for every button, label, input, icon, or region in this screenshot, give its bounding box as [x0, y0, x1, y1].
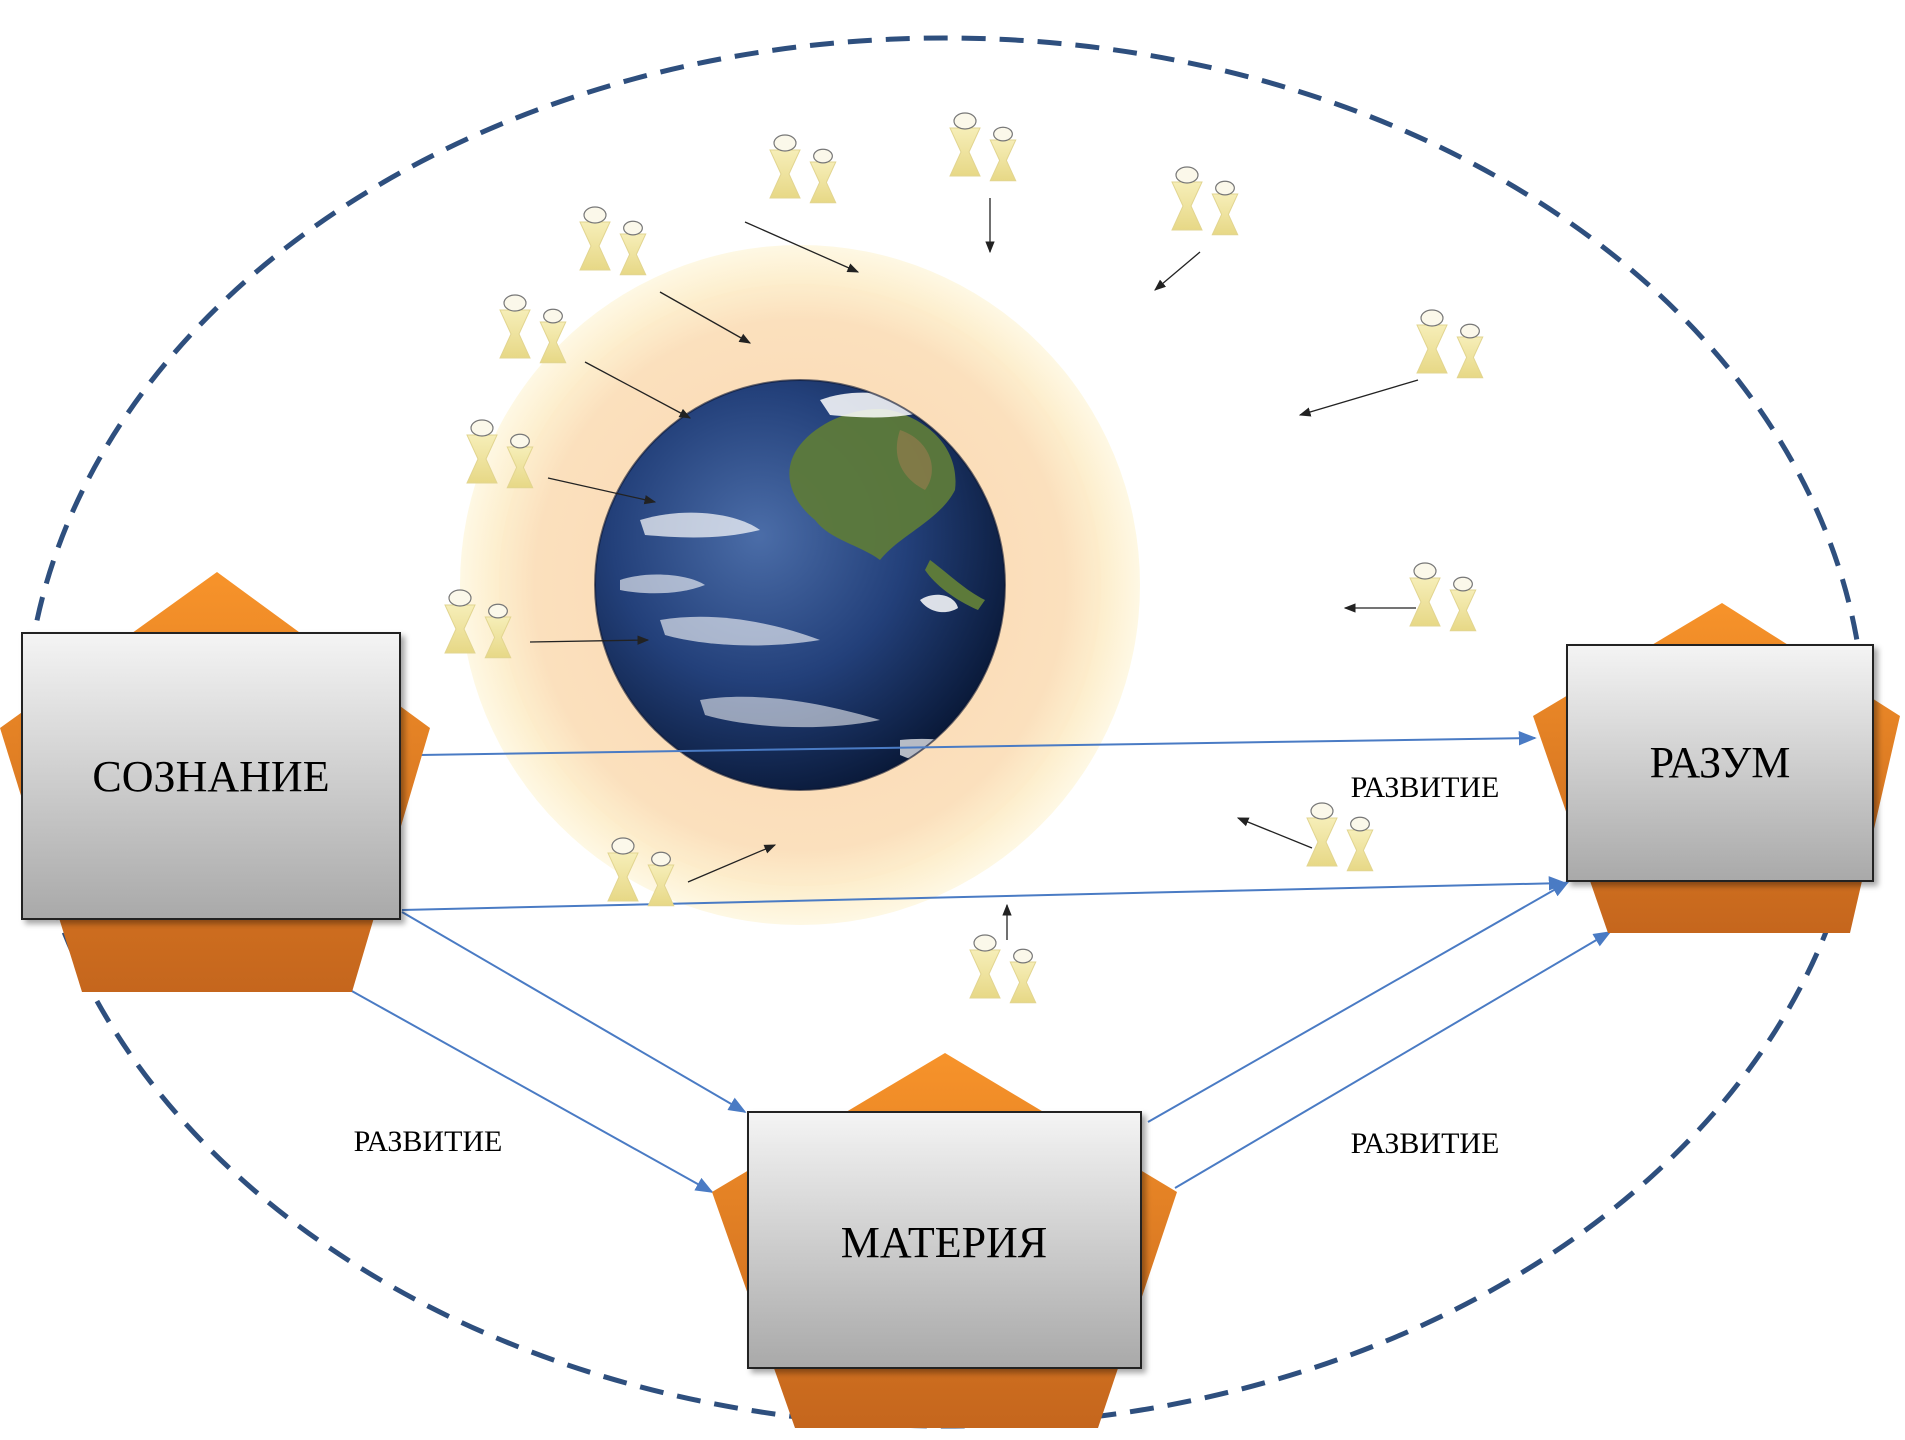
influence-arrow [744, 221, 860, 273]
earth-glow-ring [499, 284, 1101, 886]
influence-arrow [659, 291, 752, 344]
edge-label-consciousness-matter: РАЗВИТИЕ [354, 1125, 503, 1158]
person-figure [809, 148, 837, 204]
arrow-consciousness-to-matter-lower [349, 989, 714, 1193]
box-reason [1566, 644, 1874, 882]
people-pair-icon [579, 206, 647, 276]
people-pair-icon [1416, 309, 1484, 379]
box-consciousness [21, 632, 401, 920]
person-figure [579, 206, 611, 271]
person-figure [647, 851, 675, 907]
people-groups [444, 112, 1484, 1004]
edge-label-matter-reason: РАЗВИТИЕ [1351, 1127, 1500, 1160]
person-figure [1456, 323, 1484, 379]
influence-arrow [1298, 379, 1419, 417]
people-pair-icon [969, 934, 1037, 1004]
person-figure [607, 837, 639, 902]
person-figure [1449, 576, 1477, 632]
label-consciousness: СОЗНАНИЕ [92, 752, 329, 801]
person-figure [949, 112, 981, 177]
person-figure [1416, 309, 1448, 374]
arrow-matter-to-reason-lower [1174, 931, 1612, 1189]
people-pair-icon [607, 837, 675, 907]
node-consciousness: СОЗНАНИЕ [0, 572, 430, 992]
person-figure [769, 134, 801, 199]
person-figure [989, 126, 1017, 182]
influence-arrow [1154, 251, 1201, 291]
people-pair-icon [499, 294, 567, 364]
people-pair-icon [444, 589, 512, 659]
influence-arrow [1236, 817, 1313, 849]
person-figure [539, 308, 567, 364]
person-figure [1171, 166, 1203, 231]
person-figure [1346, 816, 1374, 872]
influence-arrow [584, 361, 692, 419]
arrow-consciousness-to-reason-lower [401, 876, 1567, 911]
person-figure [969, 934, 1001, 999]
people-pair-icon [949, 112, 1017, 182]
person-figure [1211, 180, 1239, 236]
box-matter [747, 1111, 1142, 1369]
person-figure [466, 419, 498, 484]
influence-arrow [547, 477, 657, 505]
development-arrows [349, 731, 1612, 1193]
edge-label-consciousness-reason: РАЗВИТИЕ [1351, 771, 1500, 804]
arrow-consciousness-to-reason-upper [419, 731, 1537, 756]
people-pair-icon [769, 134, 837, 204]
earth-icon [594, 379, 1006, 791]
node-matter: МАТЕРИЯ [712, 1053, 1177, 1428]
influence-arrow [687, 844, 777, 883]
person-figure [1306, 802, 1338, 867]
person-figure [1009, 948, 1037, 1004]
person-figure [506, 433, 534, 489]
people-pair-icon [1306, 802, 1374, 872]
label-reason: РАЗУМ [1650, 738, 1791, 787]
arrow-consciousness-to-matter-upper [401, 911, 747, 1113]
person-figure [1409, 562, 1441, 627]
person-figure [499, 294, 531, 359]
person-figure [444, 589, 476, 654]
people-pair-icon [466, 419, 534, 489]
people-pair-icon [1409, 562, 1477, 632]
label-matter: МАТЕРИЯ [841, 1218, 1047, 1267]
person-figure [619, 220, 647, 276]
people-pair-icon [1171, 166, 1239, 236]
arrow-matter-to-reason-upper [1147, 881, 1570, 1123]
influence-arrow [529, 635, 650, 645]
node-reason: РАЗУМ [1533, 603, 1900, 933]
person-figure [484, 603, 512, 659]
